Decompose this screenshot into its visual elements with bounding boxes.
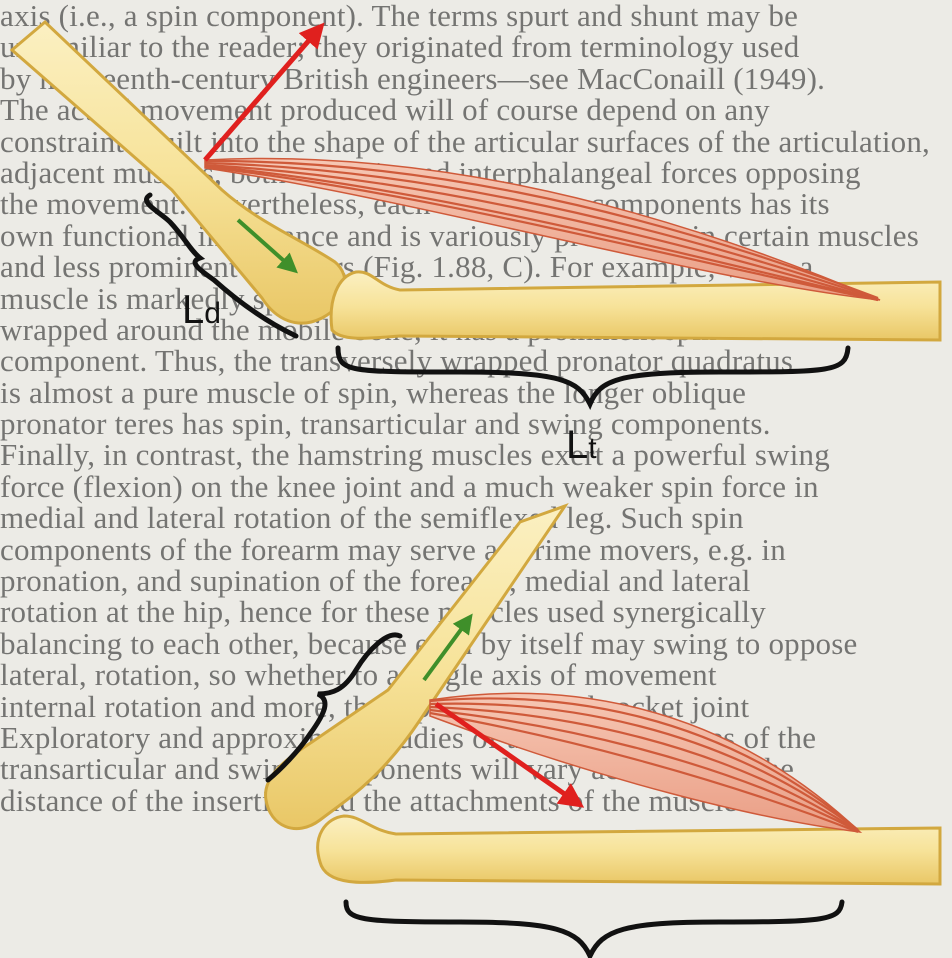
lt-label: Lt	[566, 423, 597, 467]
top-distal-bone	[331, 272, 940, 340]
bottom-muscle	[430, 693, 860, 832]
bottom-proximal-bone	[266, 506, 565, 829]
bottom-distal-brace	[346, 902, 842, 956]
lt-brace	[338, 348, 848, 404]
top-force-arrow	[205, 30, 318, 160]
bottom-joint-diagram	[266, 506, 940, 956]
ld-label: Ld	[182, 288, 221, 332]
top-joint-diagram: Ld Lt	[12, 22, 940, 467]
